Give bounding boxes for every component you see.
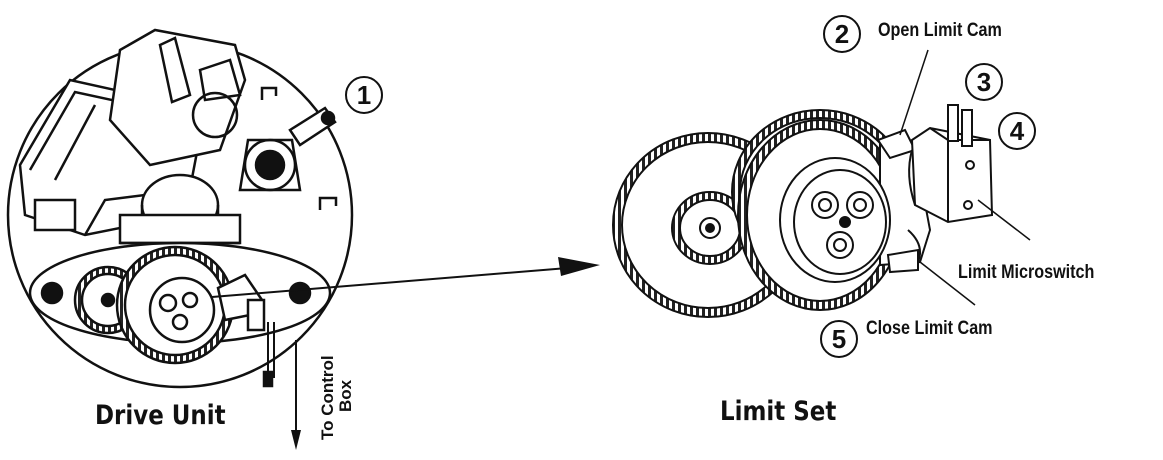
drive-unit-caption: Drive Unit (95, 400, 226, 431)
connector-arrow (211, 257, 600, 298)
limit-set-caption: Limit Set (720, 396, 837, 427)
callout-2: 2 (823, 15, 861, 53)
close-limit-cam-label: Close Limit Cam (866, 318, 993, 339)
box-label: Box (336, 379, 355, 412)
open-limit-cam-label: Open Limit Cam (878, 20, 1002, 41)
limit-microswitch (908, 104, 994, 224)
gear-plate (28, 241, 332, 365)
limit-microswitch-label: Limit Microswitch (958, 262, 1095, 283)
limit-arm (238, 106, 337, 192)
callout-1: 1 (345, 76, 383, 114)
drive-unit-illustration (6, 28, 354, 389)
limit-set-illustration (612, 49, 1031, 318)
cam-assembly (779, 128, 932, 283)
callout-3: 3 (965, 63, 1003, 101)
gearbox-bracket (108, 28, 247, 167)
callout-5: 5 (820, 320, 858, 358)
callout-4: 4 (998, 112, 1036, 150)
to-control-box-arrow (291, 340, 301, 450)
to-control-label: To Control (318, 355, 337, 440)
